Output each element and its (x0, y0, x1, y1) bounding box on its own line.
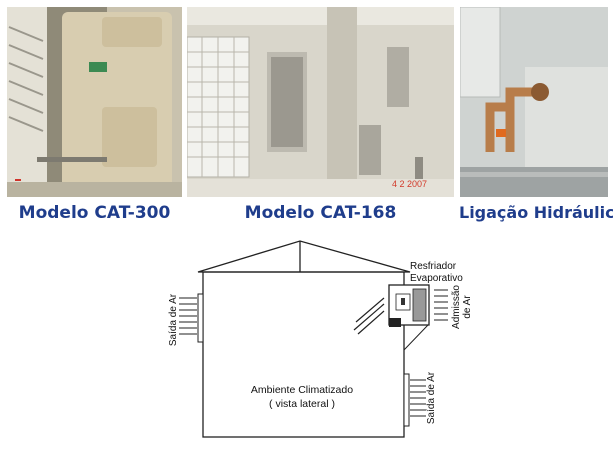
photo-cat-168: 4 2 2007 (187, 7, 454, 197)
exhaust-grille-left (179, 293, 204, 343)
cooler-label-line-2: Evaporativo (410, 273, 463, 284)
caption-cat-300: Modelo CAT-300 (18, 203, 171, 223)
exhaust-label-left: Saída de Ar (168, 293, 179, 346)
caption-ligacao-hidraulica: Ligação Hidráulica (459, 203, 613, 222)
supply-air-arrows (353, 297, 385, 335)
photo-timestamp: 4 2 2007 (392, 179, 427, 189)
caption-cat-168: Modelo CAT-168 (244, 203, 397, 223)
photo-ligacao-hidraulica (460, 7, 608, 197)
admission-arrows (434, 289, 448, 321)
admission-label-line-2: de Ar (462, 295, 473, 319)
admission-label-line-1: Admissão (451, 285, 462, 329)
room-label-line-2: ( vista lateral ) (269, 398, 335, 410)
side-view-diagram: Saída de Ar Resfriador Evaporativo Admis… (168, 240, 473, 438)
cooler-label-line-1: Resfriador (410, 261, 457, 272)
exhaust-grille-right (403, 373, 426, 427)
room-label-line-1: Ambiente Climatizado (251, 384, 353, 396)
exhaust-label-right: Saída de Ar (426, 371, 437, 424)
photo-cat-300 (7, 7, 182, 197)
building-outline (197, 240, 411, 438)
evaporative-cooler (388, 284, 430, 352)
